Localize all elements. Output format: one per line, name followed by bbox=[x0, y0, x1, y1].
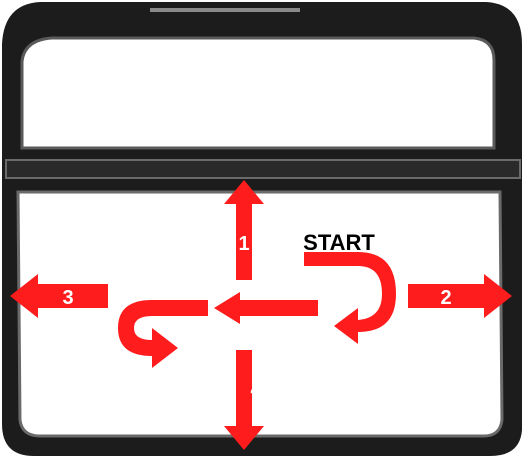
meeting-rail bbox=[6, 160, 520, 178]
step-label-1: 1 bbox=[238, 233, 249, 255]
step-label-2: 2 bbox=[440, 287, 451, 309]
top-track bbox=[150, 8, 300, 12]
start-label: START bbox=[303, 230, 375, 255]
step-label-3: 3 bbox=[62, 287, 73, 309]
upper-pane bbox=[22, 38, 494, 148]
step-label-4: 4 bbox=[250, 379, 262, 401]
